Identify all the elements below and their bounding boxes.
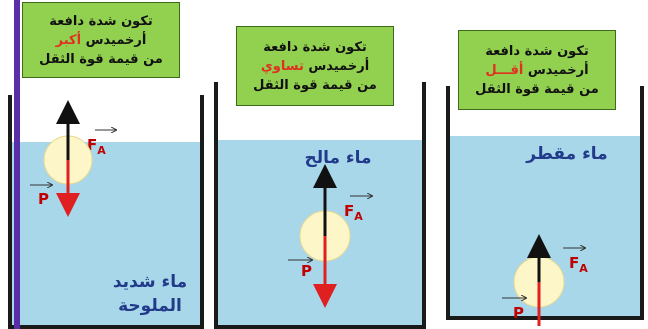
accent-bar: [14, 0, 20, 329]
